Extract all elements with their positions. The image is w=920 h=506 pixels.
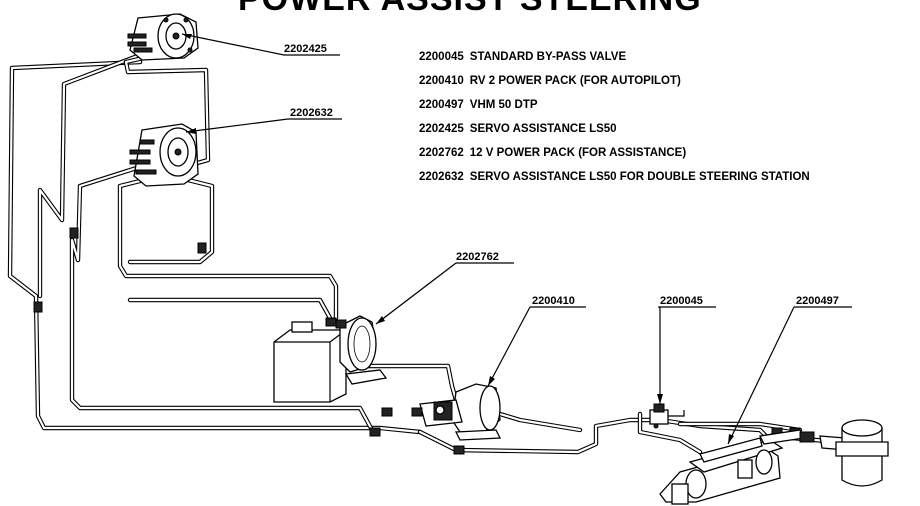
callout-cylinder: 2200497 bbox=[727, 295, 852, 445]
callout-power-pack-rv2: 2200410 bbox=[487, 295, 586, 387]
callout-label: 2202632 bbox=[290, 107, 333, 119]
servo-upper bbox=[127, 13, 199, 61]
power-pack-12v bbox=[273, 315, 388, 403]
pipe-fitting bbox=[453, 445, 465, 455]
callout-label: 2200497 bbox=[796, 295, 839, 307]
pipe-fitting bbox=[369, 427, 381, 437]
diagram-title: POWER ASSIST STEERING bbox=[238, 0, 702, 18]
callout-power-pack-12v: 2202762 bbox=[375, 251, 514, 325]
callout-label: 2200410 bbox=[532, 295, 575, 307]
callout-label: 2202425 bbox=[284, 43, 327, 55]
callout-label: 2202762 bbox=[456, 251, 499, 263]
pipe-fitting bbox=[197, 242, 207, 254]
servo-lower bbox=[129, 123, 199, 187]
rudder-stock bbox=[835, 419, 889, 487]
hydraulic-lines bbox=[7, 45, 863, 455]
pipe-fitting bbox=[33, 301, 43, 313]
callout-servo-lower: 2202632 bbox=[185, 107, 342, 134]
bypass-valve bbox=[649, 403, 685, 429]
callout-label: 2200045 bbox=[660, 295, 703, 307]
callout-bypass-valve: 2200045 bbox=[657, 295, 716, 404]
pipe-fitting bbox=[69, 227, 79, 239]
steering-cylinder bbox=[659, 429, 873, 505]
pipe-fitting bbox=[381, 407, 393, 417]
power-pack-rv2 bbox=[411, 383, 502, 441]
callout-servo-upper: 2202425 bbox=[181, 33, 340, 56]
